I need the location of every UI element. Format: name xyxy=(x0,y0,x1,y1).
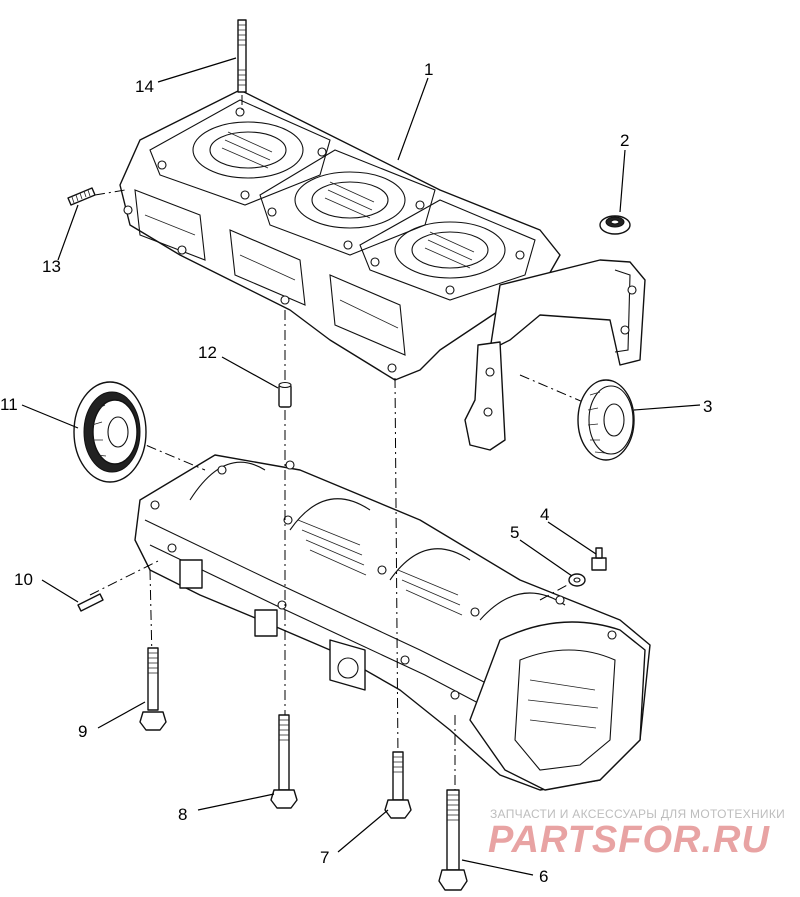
bolt-7 xyxy=(384,751,412,819)
callout-4: 4 xyxy=(540,505,549,524)
watermark: ЗАПЧАСТИ И АКСЕССУАРЫ ДЛЯ МОТОТЕХНИКИ PA… xyxy=(488,807,785,861)
bolt-6 xyxy=(438,789,468,891)
dowel-12 xyxy=(278,381,292,408)
leader-lines xyxy=(21,57,701,876)
callout-10: 10 xyxy=(14,570,33,589)
callout-9: 9 xyxy=(78,722,87,741)
lower-crankcase xyxy=(134,454,651,791)
callout-14: 14 xyxy=(135,77,154,96)
callout-labels: 1 2 3 4 5 6 7 8 9 10 11 12 13 14 xyxy=(0,60,712,886)
callout-3: 3 xyxy=(703,397,712,416)
callout-2: 2 xyxy=(620,131,629,150)
watermark-logo: PARTSFOR.RU xyxy=(488,819,770,861)
seal-3 xyxy=(577,379,635,461)
callout-8: 8 xyxy=(178,805,187,824)
upper-crankcase xyxy=(119,89,646,451)
bolt-8 xyxy=(270,714,298,809)
seal-11 xyxy=(73,381,147,483)
watermark-subtitle: ЗАПЧАСТИ И АКСЕССУАРЫ ДЛЯ МОТОТЕХНИКИ xyxy=(490,807,785,821)
callout-6: 6 xyxy=(539,867,548,886)
plug-4 xyxy=(591,547,607,571)
callout-13: 13 xyxy=(42,257,61,276)
callout-1: 1 xyxy=(424,60,433,79)
grommet-2 xyxy=(599,215,631,235)
callout-7: 7 xyxy=(320,848,329,867)
assembly-lines xyxy=(89,95,591,790)
callout-5: 5 xyxy=(510,523,519,542)
bolt-9 xyxy=(139,647,167,731)
callout-11: 11 xyxy=(0,395,18,414)
pin-10 xyxy=(77,593,104,612)
stud-13 xyxy=(67,187,96,206)
callout-12: 12 xyxy=(198,343,217,362)
washer-5 xyxy=(568,573,586,587)
stud-14 xyxy=(237,19,247,93)
